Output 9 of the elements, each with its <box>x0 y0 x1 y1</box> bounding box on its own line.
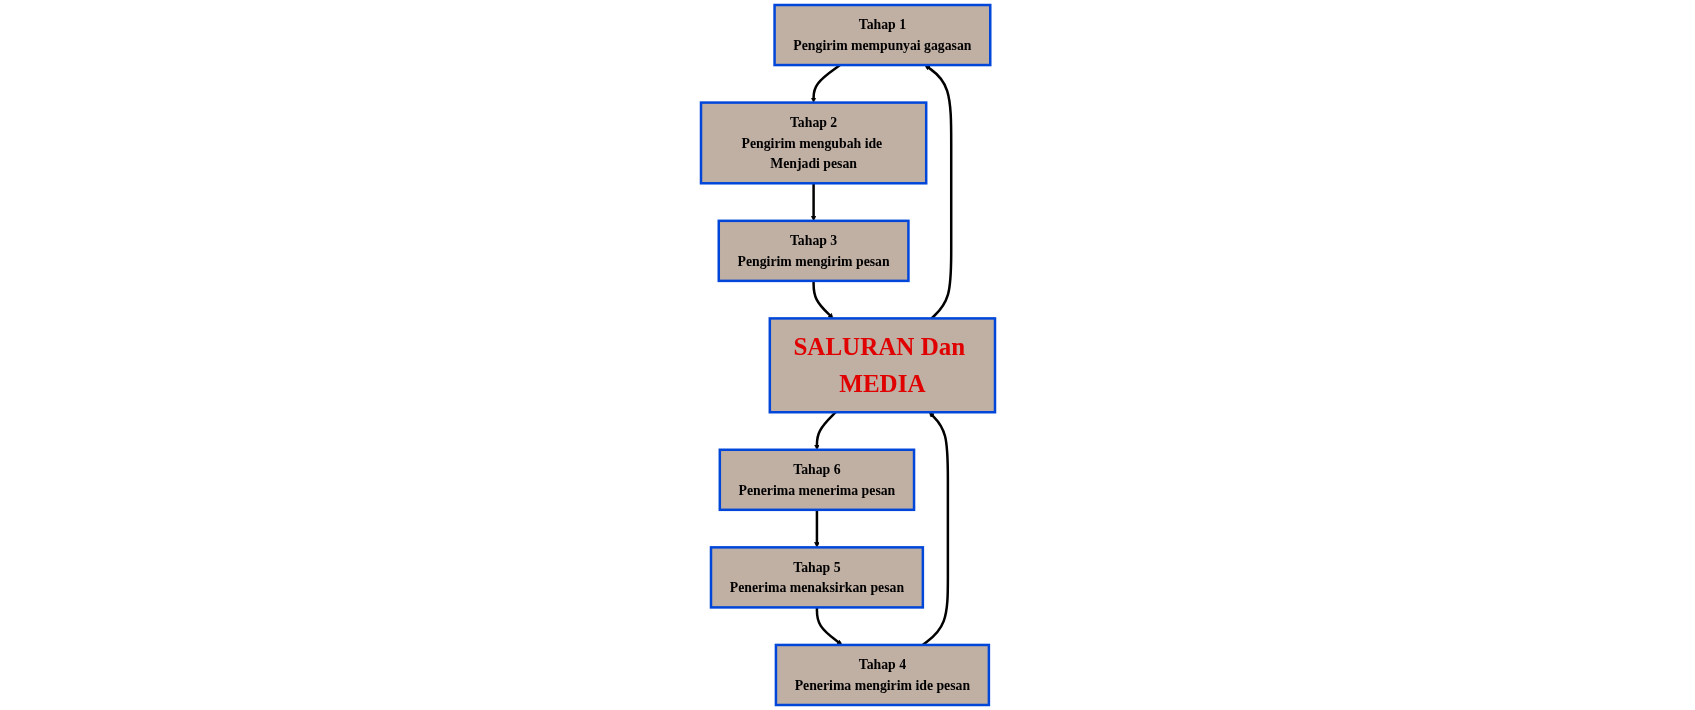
node-box: Tahap 1 Pengirim mempunyai gagasan <box>772 3 991 67</box>
node-box: Tahap 5 Penerima menaksirkan pesan <box>709 546 924 609</box>
arrow <box>813 509 820 548</box>
arrow <box>811 280 833 319</box>
node-box: Tahap 3 Pengirim mengirim pesan <box>717 219 910 283</box>
node-box: Tahap 2 Pengirim mengubah ide Menjadi pesan <box>699 101 927 185</box>
node-box: SALURAN Dan MEDIA <box>768 317 996 414</box>
node-box: Tahap 6 Penerima menerima pesan <box>718 448 915 512</box>
node-box: Tahap 4 Penerima mengirim ide pesan <box>774 643 990 707</box>
